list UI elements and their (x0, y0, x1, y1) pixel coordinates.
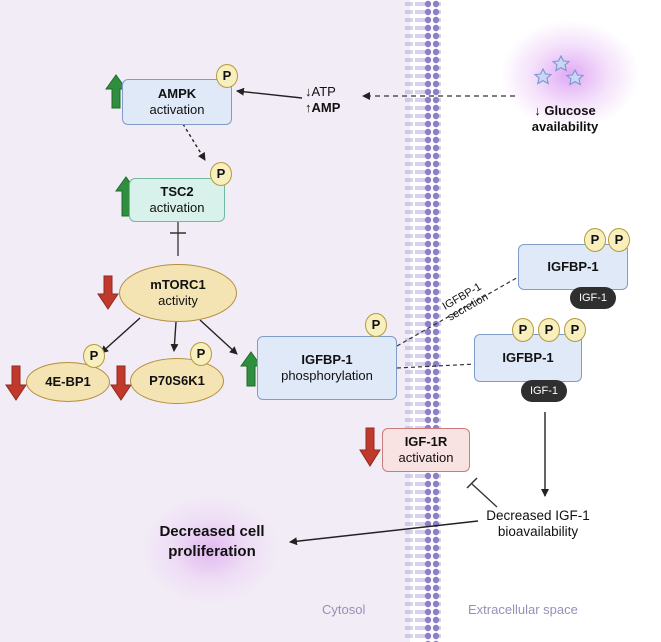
igfbp-up-arrow-icon (240, 351, 262, 387)
ampk-state: activation (149, 102, 205, 117)
extracellular-label: Extracellular space (468, 602, 578, 617)
igfbp-center-state: phosphorylation (281, 368, 373, 383)
igfbp-center-phospho-icon: P (365, 313, 387, 337)
igfbp-mid-phospho-icon-2: P (538, 318, 560, 342)
igfbp-top-node: IGFBP-1 (518, 244, 628, 290)
decreased-igf1-label: Decreased IGF-1 bioavailability (486, 508, 590, 539)
ampk-phospho-icon: P (216, 64, 238, 88)
tsc2-label: TSC2 (160, 184, 194, 199)
ebp1-node: 4E-BP1 (26, 362, 110, 402)
p70s6k1-node: P70S6K1 (130, 358, 224, 404)
igfbp-mid-node: IGFBP-1 (474, 334, 582, 382)
igfbp-center-label: IGFBP-1 (301, 352, 353, 367)
ebp1-phospho-icon: P (83, 344, 105, 368)
tsc2-phospho-icon: P (210, 162, 232, 186)
tsc2-state: activation (149, 200, 205, 215)
atp-label: ↓ATP (305, 84, 336, 99)
mtorc1-state: activity (158, 293, 198, 308)
igfbp-top-phospho-icon-1: P (584, 228, 606, 252)
mtorc1-label: mTORC1 (150, 277, 206, 292)
igfbp-top-igf1-badge: IGF-1 (570, 287, 616, 309)
igf1r-node: IGF-1R activation (382, 428, 470, 472)
ebp1-down-arrow-icon (5, 365, 27, 401)
mtorc1-down-arrow-icon (97, 275, 119, 310)
igf1r-label: IGF-1R (404, 434, 448, 449)
ebp1-label: 4E-BP1 (45, 374, 91, 389)
igfbp-top-phospho-icon-2: P (608, 228, 630, 252)
amp-label: ↑AMP (305, 100, 341, 115)
igfbp-center-node: IGFBP-1 phosphorylation (257, 336, 397, 400)
igf1r-down-arrow-icon (359, 427, 381, 467)
glucose-icon (533, 54, 585, 86)
ampk-up-arrow-icon (105, 74, 127, 109)
proliferation-glow (140, 495, 280, 605)
ampk-node: AMPK activation (122, 79, 232, 125)
igfbp-mid-igf1-badge: IGF-1 (521, 380, 567, 402)
p70s6k1-phospho-icon: P (190, 342, 212, 366)
p70s6k1-down-arrow-icon (110, 365, 132, 401)
p70s6k1-label: P70S6K1 (149, 373, 205, 388)
igfbp-mid-phospho-icon-1: P (512, 318, 534, 342)
cytosol-label: Cytosol (322, 602, 366, 617)
igfbp-mid-label: IGFBP-1 (502, 350, 554, 365)
ampk-label: AMPK (157, 86, 197, 101)
igfbp-top-label: IGFBP-1 (547, 259, 599, 274)
tsc2-node: TSC2 activation (129, 178, 225, 222)
decreased-proliferation-label: Decreased cell proliferation (159, 523, 265, 560)
igfbp-mid-phospho-icon-3: P (564, 318, 586, 342)
igf1r-state: activation (398, 450, 454, 465)
mtorc1-node: mTORC1 activity (119, 264, 237, 322)
glucose-label: ↓ Glucose availability (531, 103, 599, 134)
